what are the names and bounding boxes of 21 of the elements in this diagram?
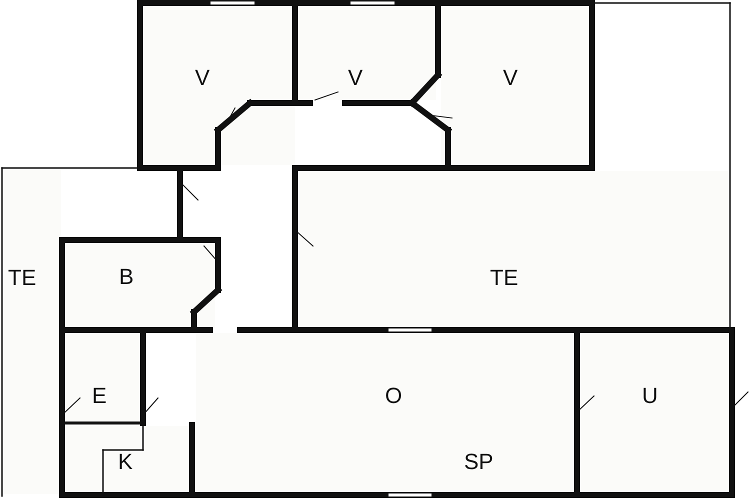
- room-label: V: [348, 67, 363, 89]
- room: [65, 426, 190, 493]
- room-label: E: [92, 385, 107, 407]
- room-label: V: [503, 67, 518, 89]
- room-label: TE: [490, 267, 518, 289]
- room-label: O: [385, 385, 402, 407]
- room-label: SP: [464, 451, 494, 473]
- room: [441, 5, 589, 165]
- room: [143, 5, 295, 165]
- room-label: V: [195, 67, 210, 89]
- room-label: K: [118, 451, 133, 473]
- room-label: U: [642, 385, 658, 407]
- room: [298, 171, 728, 328]
- room: [65, 243, 215, 328]
- room: [580, 333, 728, 493]
- room: [298, 5, 436, 100]
- room: [3, 169, 61, 494]
- room-label: B: [119, 266, 134, 288]
- room: [65, 333, 141, 421]
- room: [196, 333, 575, 493]
- room-label: TE: [8, 267, 36, 289]
